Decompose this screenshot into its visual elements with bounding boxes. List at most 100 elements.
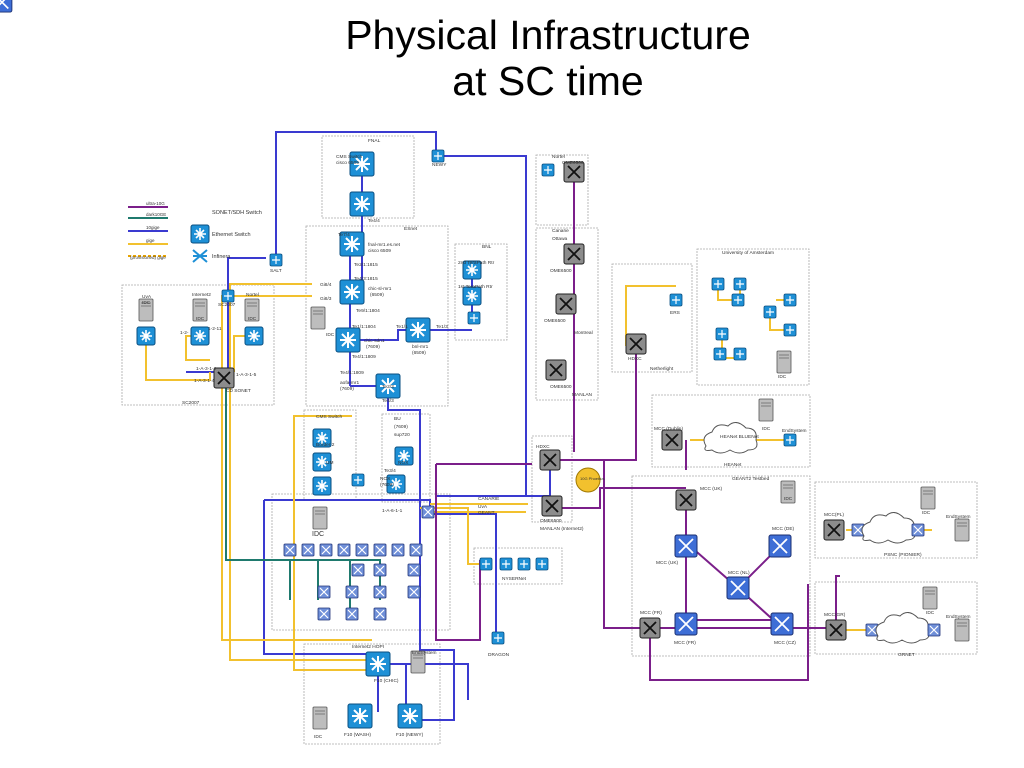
uva-eth-5 (713, 347, 727, 361)
netherlight-box (611, 263, 693, 373)
mid-sonet-2 (301, 543, 315, 557)
label-gi8-3: Gi8/3 (320, 296, 332, 302)
label-p1a611: 1-A-6-1-1 (382, 508, 403, 514)
mcc-cz-icon (770, 612, 794, 636)
heanet-box (651, 394, 811, 468)
uva-eth-1 (711, 277, 725, 291)
legend-label-1: ultra-10G (146, 201, 165, 206)
um-switch-icon (312, 476, 332, 496)
label-heanet: HEANet (724, 462, 742, 468)
label-manlan: MANLAN (572, 392, 593, 398)
label-fnal-mr1-sub: cisco 6509 (368, 248, 391, 254)
grnet-sonet-2-icon (927, 623, 941, 637)
slide-title: Physical Infrastructure at SC time (160, 12, 936, 104)
geant2-box (631, 475, 811, 657)
label-aofa-sub: (7609) (340, 386, 354, 392)
ottawa-ome-icon (563, 243, 585, 265)
sc2007-switch-icon (221, 289, 235, 303)
mid-sonet-5 (355, 543, 369, 557)
label-hopi-endsystem: EndSystem (412, 650, 437, 656)
cd-sonet-icon (213, 367, 235, 389)
bu-box (381, 413, 431, 503)
label-heanet-endsystem: EndSystem (782, 428, 807, 434)
bnl-mr1-icon (405, 317, 431, 343)
label-p12: 1-2- (180, 330, 189, 336)
nysernet-box (473, 547, 563, 585)
uva-eth-8 (763, 305, 777, 319)
label-te2-1: Te2/1:1815 (354, 262, 378, 268)
mid-sonet-9 (351, 563, 365, 577)
label-mcc-fr-b: MCC (FR) (674, 640, 696, 646)
psnc-box (814, 481, 978, 559)
nortel-box (535, 154, 589, 226)
mid-sonet-4 (337, 543, 351, 557)
label-newy: NEWY (432, 162, 447, 168)
label-f10-chic: F10 (CHIC) (374, 678, 399, 684)
label-heanet-bluenet: HEANet BLUENet (720, 434, 759, 440)
labels: FNAL CMS Switch cisco 6509 Te4/4 ESnet T… (142, 138, 971, 740)
label-mid-idc: IDC (312, 531, 324, 538)
uva-eth-6 (733, 347, 747, 361)
label-cms-switch-sub: cisco 6509 (336, 160, 359, 166)
uva-eth-9 (783, 323, 797, 337)
mcc-uk-icon (675, 489, 697, 511)
f10-wash-icon (347, 703, 373, 729)
nortel-eth-icon (541, 163, 555, 177)
mcc-gr-icon (825, 619, 847, 641)
psnc-idc-icon (920, 486, 936, 510)
netherlight-hdxc-icon (625, 333, 647, 355)
label-p1a5: 1-A-3-1-5 (236, 372, 257, 378)
label-nortel-idc: IDC (248, 316, 257, 322)
label-te1-1: Te1/1:1804 (352, 324, 376, 330)
label-sc2007-node: SC2007 (218, 302, 236, 308)
label-netherlight: Netherlight (650, 366, 674, 372)
label-grnet-endsystem: EndSystem (946, 614, 971, 620)
nysernet-eth-4 (535, 557, 549, 571)
mid-sonet-12 (317, 585, 331, 599)
label-p1211: 1-2-11 (208, 326, 222, 332)
label-border2: Border 2 (316, 442, 335, 448)
sc2007-box (121, 284, 275, 406)
label-mcc-cz: MCC (CZ) (774, 640, 796, 646)
uva-eth-3 (731, 293, 745, 307)
label-netherlight-hdxc: HDXC (628, 356, 642, 362)
mid-idc-icon (312, 506, 328, 530)
uva-eth-7 (783, 293, 797, 307)
uva-box (696, 248, 810, 386)
grnet-cloud-icon (875, 611, 930, 644)
title-line-2: at SC time (452, 58, 644, 104)
mid-sonet-1 (283, 543, 297, 557)
psnc-cloud-icon (861, 511, 916, 544)
dragon-icon (491, 631, 505, 645)
f10-chic-icon (365, 651, 391, 677)
label-p1a4: 1-A-3-1-4 (194, 378, 215, 384)
legend-ethernet-icon (190, 224, 210, 244)
label-uva-idc: IDC (778, 374, 787, 380)
mid-sonet-17 (345, 607, 359, 621)
label-heanet-idc: IDC (762, 426, 771, 432)
mid-sonet-8 (409, 543, 423, 557)
ome-manlan-icon (541, 495, 563, 517)
label-internet2: Internet2 (192, 292, 211, 298)
mcc-nl-icon (726, 576, 750, 600)
legend-sonet-icon (0, 0, 13, 13)
label-psnc: PSNC (PIONIER) (884, 552, 922, 558)
label-te1-1b: Te1/1 (396, 324, 408, 330)
esnet-box (305, 225, 449, 407)
uva-switch-icon (136, 326, 156, 346)
label-grnet: GRNET (898, 652, 915, 658)
label-terapath-1: 1st TeraPath Rtr (458, 284, 493, 290)
ers-icon (669, 293, 683, 307)
label-nortel-ome: OME6500 (562, 160, 584, 166)
legend-icon-label-3: Infinera (212, 254, 231, 260)
label-nox: NOX (398, 460, 409, 466)
mid-sonet-icon (421, 505, 435, 519)
label-psnc-idc: IDC (922, 510, 931, 516)
label-te9-1: Te9/1:1804 (356, 308, 380, 314)
nysernet-eth-2 (499, 557, 513, 571)
label-bnl-mr1-sub: (6509) (412, 350, 426, 356)
label-ottawa-ome: OME6500 (550, 268, 572, 274)
uva-eth-4 (715, 327, 729, 341)
label-te4-1: Te4/1:1809 (352, 354, 376, 360)
label-uva: UvA (142, 294, 152, 300)
